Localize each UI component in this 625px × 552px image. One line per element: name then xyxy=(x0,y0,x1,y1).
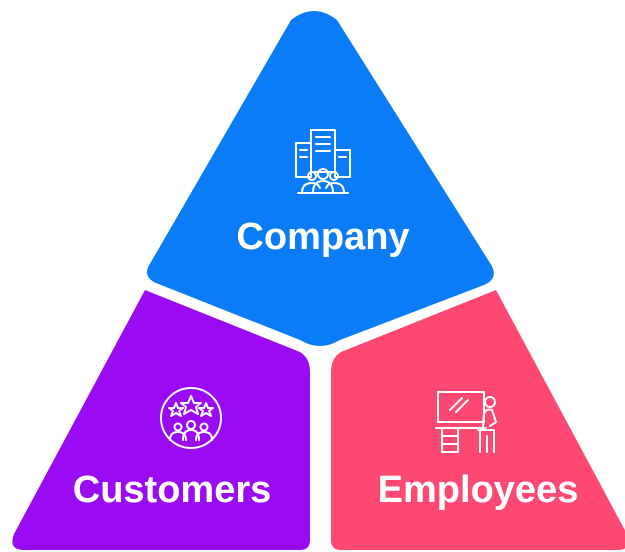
company-label: Company xyxy=(236,216,409,258)
employees-segment: Employees xyxy=(331,290,625,550)
office-building-team-icon xyxy=(295,129,351,194)
customers-segment: Customers xyxy=(12,290,310,550)
customer-stars-rating-icon xyxy=(160,387,222,449)
customers-label: Customers xyxy=(73,469,272,511)
employees-shape xyxy=(331,290,625,550)
employee-at-desk-icon xyxy=(435,391,497,453)
company-segment: Company xyxy=(147,11,494,346)
employees-label: Employees xyxy=(378,469,579,511)
